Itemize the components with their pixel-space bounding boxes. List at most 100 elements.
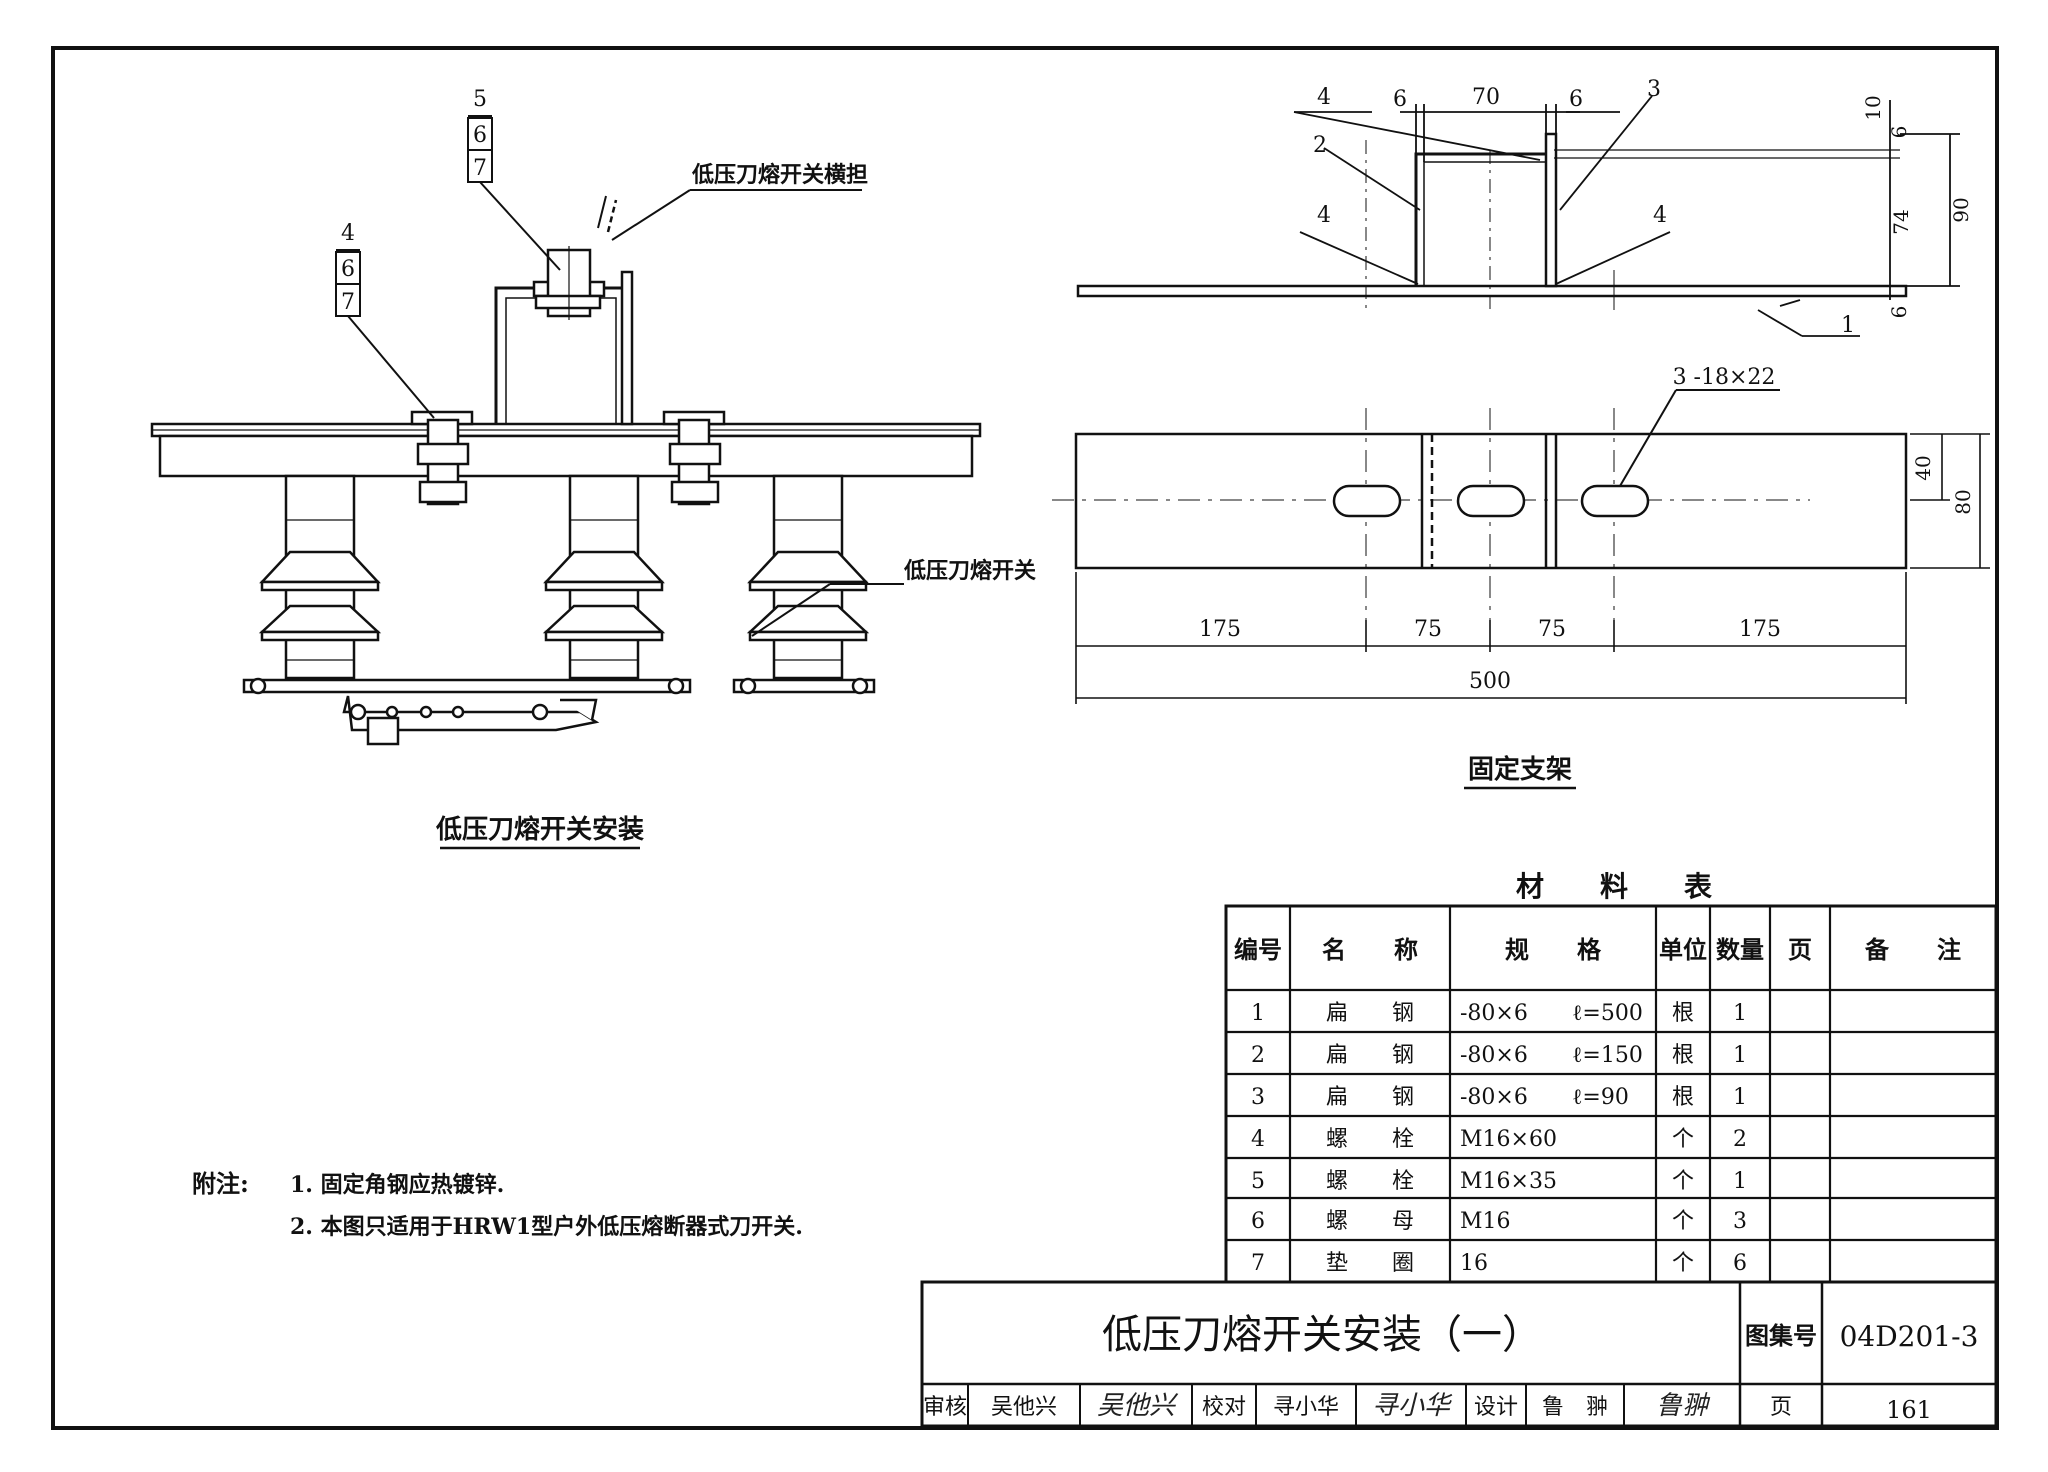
table-cell: 1 [1733, 1043, 1747, 1068]
installation-view [150, 195, 982, 506]
table-cell: 扁 钢 [1326, 1043, 1414, 1068]
table-cell: 3 [1733, 1209, 1747, 1234]
bracket-plan [1052, 389, 1990, 704]
fuse-base [242, 677, 876, 746]
dim-75-right: 75 [1538, 617, 1566, 642]
table-cell: 4 [1251, 1127, 1265, 1152]
bracket-plan-texts: 3 -18×22 40 80 175 75 75 175 500 固定支架 [1199, 365, 1975, 790]
page-number: 161 [1886, 1396, 1932, 1424]
weld-mark-right: 4 [1653, 203, 1667, 228]
title-block-texts: 低压刀熔开关安装（一） 图集号 04D201-3 审核 吴他兴 吴他兴 校对 寻… [923, 1312, 1978, 1424]
table-cell: 3 [1251, 1085, 1265, 1110]
table-cell: 个 [1672, 1169, 1694, 1194]
table-cell: 螺 栓 [1326, 1127, 1414, 1152]
checker-signature: 寻小华 [1372, 1391, 1453, 1421]
sheet-frame [51, 46, 1999, 1430]
insulators [258, 474, 870, 680]
reviewer-signature: 吴他兴 [1097, 1391, 1179, 1421]
dim-74: 74 [1889, 209, 1913, 234]
designer-name: 鲁 翀 [1542, 1395, 1608, 1420]
dim-175-right: 175 [1739, 617, 1781, 642]
table-cell: 螺 栓 [1326, 1169, 1414, 1194]
table-cell: M16×35 [1460, 1169, 1557, 1194]
stack-a-num-3: 7 [473, 156, 487, 181]
insulator [746, 474, 870, 680]
table-header-cell: 规 格 [1505, 935, 1602, 964]
checker-name: 寻小华 [1273, 1395, 1339, 1420]
table-cell: 1 [1733, 1001, 1747, 1026]
weld-mark-left: 4 [1317, 203, 1331, 228]
table-cell: 根 [1672, 1001, 1694, 1026]
label-stack-b: 4 6 7 [335, 221, 435, 419]
table-cell: 6 [1733, 1251, 1747, 1276]
dim-70: 70 [1472, 85, 1500, 110]
stack-a-num-1: 5 [473, 87, 487, 112]
dim-6-b: 6 [1887, 306, 1911, 319]
atlas-number: 04D201-3 [1840, 1320, 1979, 1353]
table-cell: 个 [1672, 1209, 1694, 1234]
notes-prefix: 附注: [192, 1169, 249, 1198]
table-header-cell: 页 [1788, 935, 1812, 964]
reviewer-name: 吴他兴 [991, 1395, 1057, 1420]
table-cell: 7 [1251, 1251, 1265, 1276]
table-cell: 1 [1733, 1085, 1747, 1110]
bracket-dim-texts: 6 70 6 3 2 1 4 4 4 10 6 74 90 6 [1313, 77, 1973, 338]
table-cell: 2 [1251, 1043, 1265, 1068]
materials-title: 材 料 表 [1516, 870, 1712, 903]
design-label: 设计 [1474, 1395, 1518, 1420]
atlas-label: 图集号 [1745, 1321, 1817, 1350]
table-cell: M16×60 [1460, 1127, 1557, 1152]
designer-signature: 鲁翀 [1656, 1391, 1711, 1421]
stack-a-num-2: 6 [473, 123, 487, 148]
installation-title: 低压刀熔开关安装 [435, 814, 644, 845]
bracket-dims-top [1293, 95, 1960, 337]
stack-b-num-2: 6 [341, 257, 355, 282]
dim-500: 500 [1469, 669, 1511, 694]
switch-callout: 低压刀熔开关 [751, 558, 1036, 637]
stack-b-num-3: 7 [341, 290, 355, 315]
dim-6-right: 6 [1569, 87, 1583, 112]
table-cell: 6 [1251, 1209, 1265, 1234]
title-block [920, 1280, 1998, 1428]
crossarm-label: 低压刀熔开关横担 [691, 162, 868, 188]
table-cell: 5 [1251, 1169, 1265, 1194]
dim-6-left: 6 [1393, 87, 1407, 112]
dim-75-left: 75 [1414, 617, 1442, 642]
table-header-cell: 名 称 [1322, 935, 1418, 964]
table-header-cell: 备 注 [1864, 935, 1961, 964]
check-label: 校对 [1202, 1395, 1246, 1420]
table-header-cell: 数量 [1716, 935, 1764, 964]
stack-b-num-1: 4 [341, 221, 355, 246]
table-cell: 根 [1672, 1043, 1694, 1068]
table-cell: 1 [1733, 1169, 1747, 1194]
table-cell: 扁 钢 [1326, 1001, 1414, 1026]
table-cell: 个 [1672, 1251, 1694, 1276]
review-label: 审核 [923, 1395, 967, 1420]
dim-90: 90 [1949, 197, 1973, 222]
table-cell: -80×6 ℓ=90 [1460, 1085, 1629, 1110]
table-cell: 1 [1251, 1001, 1265, 1026]
insulator [542, 474, 666, 680]
bracket-title: 固定支架 [1468, 754, 1572, 785]
table-cell: 个 [1672, 1127, 1694, 1152]
table-cell: -80×6 ℓ=150 [1460, 1043, 1643, 1068]
weld-mark-top: 4 [1317, 85, 1331, 110]
drawing-title: 低压刀熔开关安装（一） [1102, 1312, 1542, 1358]
table-cell: 扁 钢 [1326, 1085, 1414, 1110]
table-cell: -80×6 ℓ=500 [1460, 1001, 1643, 1026]
dim-40: 40 [1911, 455, 1935, 480]
dim-175-left: 175 [1199, 617, 1241, 642]
callout-3: 3 [1647, 77, 1661, 102]
slot-label: 3 -18×22 [1673, 365, 1776, 390]
table-cell: 垫 圈 [1326, 1251, 1414, 1276]
table-cell: 根 [1672, 1085, 1694, 1110]
table-cell: 螺 母 [1326, 1209, 1414, 1234]
table-cell: M16 [1460, 1209, 1511, 1234]
switch-label: 低压刀熔开关 [903, 558, 1036, 584]
dim-10: 10 [1861, 95, 1885, 120]
insulator [258, 474, 382, 680]
table-cell: 2 [1733, 1127, 1747, 1152]
note-line-1: 1. 固定角钢应热镀锌. [290, 1172, 504, 1198]
